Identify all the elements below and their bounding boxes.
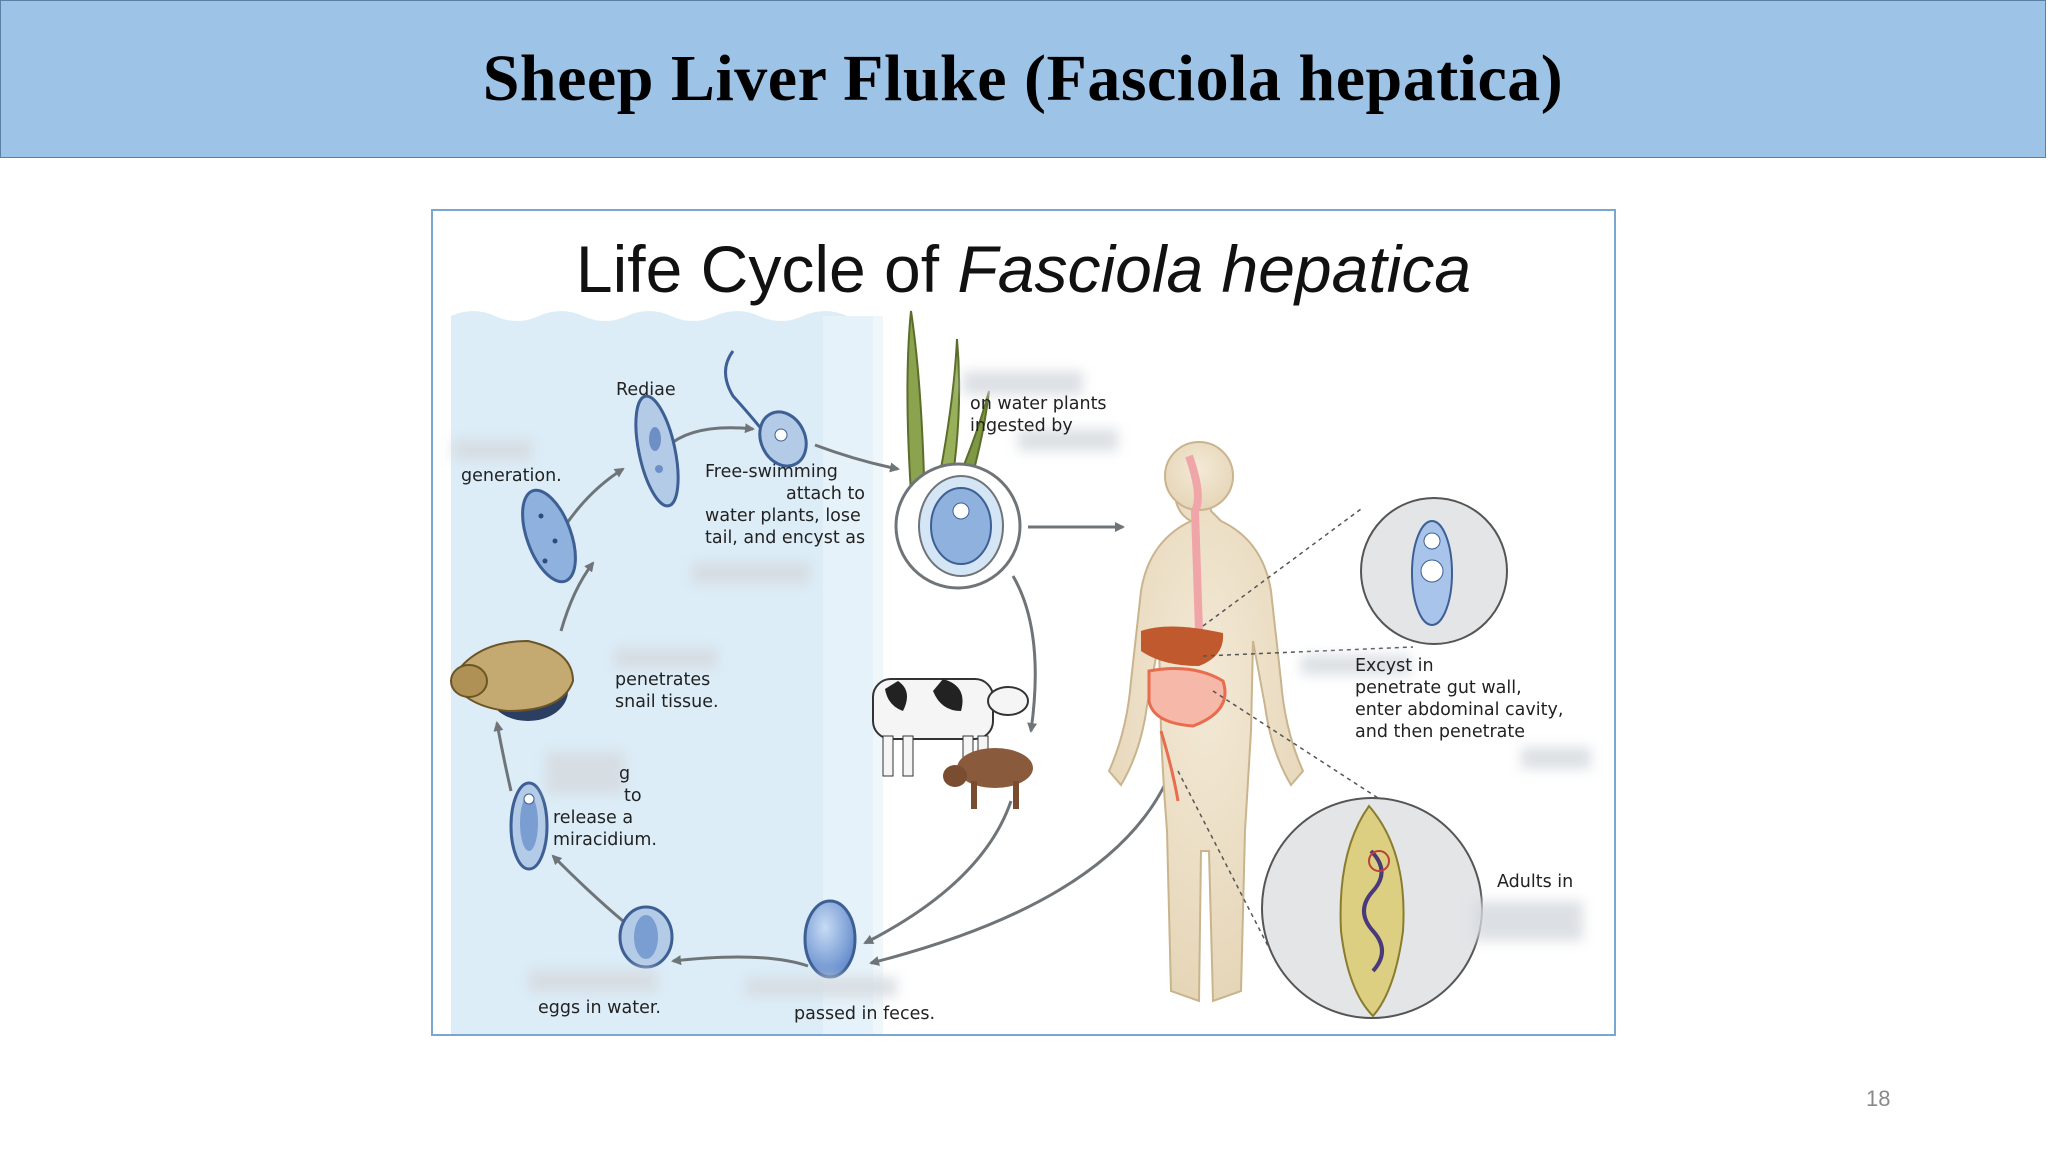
- unembryonated-egg: [803, 899, 857, 979]
- human-body: [1107, 441, 1305, 1003]
- label-penetrates-1: penetrates: [615, 670, 711, 690]
- label-passed-in-feces: passed in feces.: [794, 1004, 936, 1024]
- redaction: [1018, 429, 1118, 451]
- hatching-egg: [509, 781, 549, 871]
- redaction: [613, 647, 718, 669]
- redaction: [1521, 747, 1591, 769]
- sheep: [943, 748, 1033, 809]
- redaction: [453, 439, 533, 461]
- redaction: [963, 371, 1083, 395]
- redaction: [1473, 901, 1583, 941]
- label-release-2: to: [624, 786, 642, 806]
- redaction: [745, 977, 897, 997]
- figure-title-plain: Life Cycle of: [575, 232, 958, 306]
- label-water-plants-1: on water plants: [970, 394, 1107, 414]
- life-cycle-figure: Life Cycle of Fasciola hepatica Rediae g…: [431, 209, 1616, 1036]
- cercaria: [724, 350, 808, 468]
- intestines: [1147, 667, 1227, 802]
- label-rediae: Rediae: [616, 380, 676, 400]
- label-release-1: g: [619, 764, 631, 784]
- label-free-swimming-2: attach to: [786, 484, 866, 504]
- label-excyst-2: penetrate gut wall,: [1355, 678, 1522, 698]
- slide-title: Sheep Liver Fluke (Fasciola hepatica): [482, 42, 1564, 115]
- zoom-lines: [1177, 508, 1414, 947]
- snail: [449, 639, 575, 721]
- label-eggs-in-water: eggs in water.: [538, 998, 661, 1018]
- redaction: [545, 751, 625, 795]
- juvenile-zoom-circle: [1360, 497, 1508, 645]
- embryonated-egg: [618, 905, 674, 969]
- label-excyst-3: enter abdominal cavity,: [1355, 700, 1564, 720]
- redaction: [691, 561, 811, 585]
- figure-title: Life Cycle of Fasciola hepatica: [433, 231, 1614, 307]
- label-excyst-4: and then penetrate: [1355, 722, 1526, 742]
- label-water-plants-2: ingested by: [970, 416, 1073, 436]
- label-generation: generation.: [461, 466, 562, 486]
- label-free-swimming-1: Free-swimming: [705, 462, 838, 482]
- miracidium: [521, 488, 577, 584]
- slide-title-bar: Sheep Liver Fluke (Fasciola hepatica): [0, 0, 2046, 158]
- label-penetrates-2: snail tissue.: [615, 692, 719, 712]
- adult-fluke-zoom-circle: [1261, 797, 1483, 1019]
- metacercaria-cyst: [894, 462, 1022, 590]
- liver: [1141, 626, 1224, 666]
- redaction: [528, 969, 658, 993]
- life-cycle-diagram: [449, 310, 1508, 1034]
- label-excyst-1: Excyst in: [1355, 656, 1434, 676]
- label-release-4: miracidium.: [553, 830, 657, 850]
- label-free-swimming-3: water plants, lose: [705, 506, 861, 526]
- page-number: 18: [1866, 1086, 1891, 1111]
- water-region: [451, 311, 873, 1034]
- redaction: [1301, 655, 1411, 675]
- label-release-3: release a: [553, 808, 634, 828]
- rediae: [634, 394, 680, 508]
- label-free-swimming-4: tail, and encyst as: [705, 528, 866, 548]
- label-adults-in: Adults in: [1497, 872, 1574, 892]
- figure-title-italic: Fasciola hepatica: [957, 232, 1472, 306]
- cycle-arrows: [493, 423, 1175, 968]
